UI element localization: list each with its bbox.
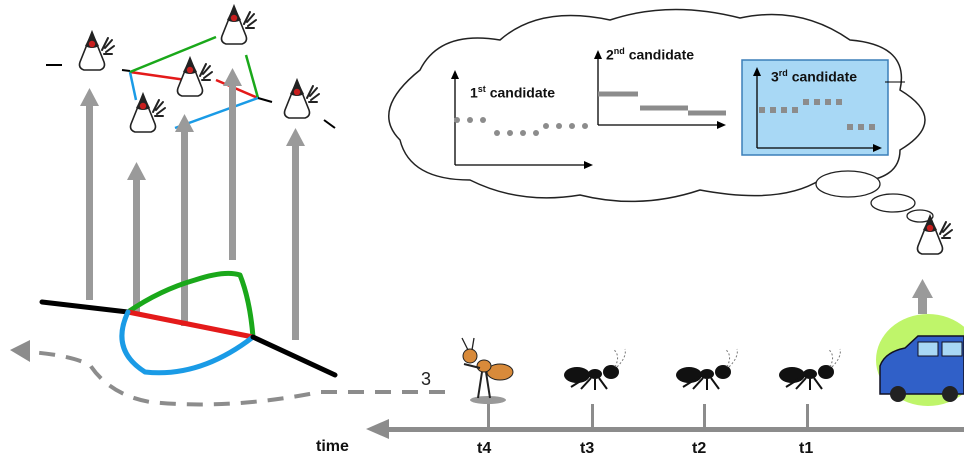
candidate-2-plot bbox=[594, 50, 726, 129]
time-axis bbox=[366, 404, 964, 439]
tick-t1: t1 bbox=[799, 440, 814, 457]
tick-t3: t3 bbox=[580, 440, 595, 457]
candidate-1-plot bbox=[451, 70, 593, 169]
time-axis-label: time bbox=[316, 438, 349, 455]
projection-arrows bbox=[80, 68, 933, 340]
candidate-3-label: 3rd candidate bbox=[771, 68, 858, 85]
candidate-1-label: 1st candidate bbox=[470, 84, 556, 101]
tick-t2: t2 bbox=[692, 440, 707, 457]
candidate-3-plot bbox=[741, 59, 905, 156]
path-label: 3 bbox=[421, 369, 432, 389]
ant-icon bbox=[461, 337, 842, 404]
road-network bbox=[39, 270, 338, 378]
car-icon bbox=[876, 314, 964, 406]
tick-t4: t4 bbox=[477, 440, 492, 457]
traveled-path bbox=[10, 340, 445, 407]
candidate-2-label: 2nd candidate bbox=[606, 46, 695, 63]
